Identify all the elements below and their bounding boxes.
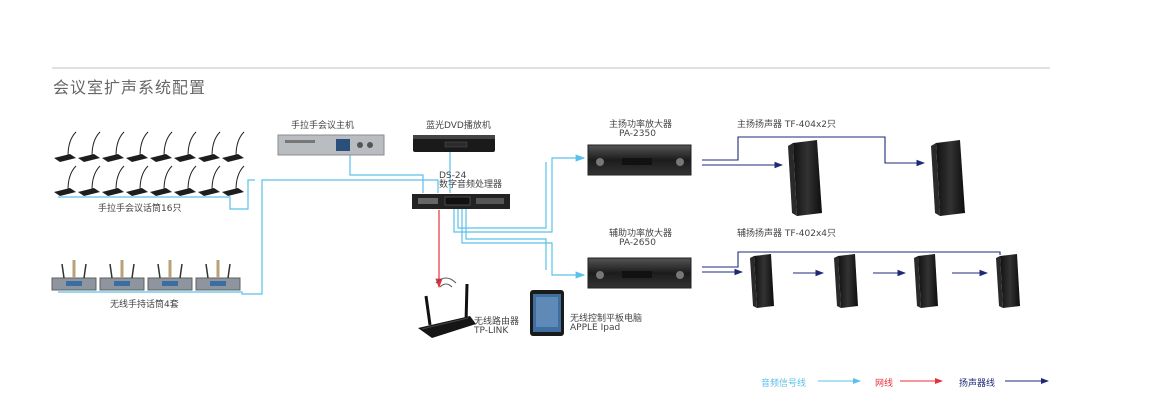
processor-label: 数字音频处理器 [439,180,503,190]
main-amplifier-unit [587,144,692,176]
main-amp-model: PA-2350 [619,129,656,139]
wireless-mic-receiver [99,260,145,291]
main-speakers-label: 主扬扬声器 TF-404x2只 [737,120,837,130]
main-amp-label: 主扬功率放大器 [609,120,673,130]
wireless-mics-label: 无线手持话筒4套 [110,300,179,310]
conference-mic [174,165,197,196]
wireless-mic-receiver [51,260,97,291]
conference-mic [222,131,245,162]
conference-mic [174,131,197,162]
main-speaker-2 [931,140,965,216]
legend-signal-label: 音频信号线 [761,379,807,389]
conference-mic [54,131,77,162]
conference-host-unit [277,134,385,156]
dsp-processor-unit [412,194,510,209]
aux-amp-model: PA-2650 [619,238,656,248]
legend-network-label: 网线 [875,379,894,389]
aux-speakers-label: 辅扬扬声器 TF-402x4只 [737,229,837,239]
conference-mic [198,131,221,162]
conference-mic [78,165,101,196]
conference-mic [222,165,245,196]
conference-mic [126,165,149,196]
conference-mic [54,165,77,196]
speaker-lines [702,136,1001,277]
conference-mic [102,165,125,196]
wireless-mic-receiver [195,260,241,291]
tablet-model: APPLE Ipad [570,323,621,333]
conference-mic [150,165,173,196]
legend-speaker-label: 扬声器线 [959,379,996,389]
dvd-player-label: 蓝光DVD播放机 [426,121,491,131]
aux-speaker-4 [996,254,1020,308]
conference-mic [102,131,125,162]
aux-speaker-3 [914,254,938,308]
wireless-mic-receiver [147,260,193,291]
conference-mic [78,131,101,162]
aux-speaker-2 [834,254,858,308]
main-speaker-1 [788,140,822,216]
processor-model: DS-24 [439,171,467,181]
conference-host-label: 手拉手会议主机 [291,121,355,131]
signal-lines [58,152,586,295]
wifi-router-device [418,277,476,338]
tablet-label: 无线控制平板电脑 [570,314,643,324]
aux-amp-label: 辅助功率放大器 [609,229,673,239]
wireless-mic-group [51,260,241,291]
conference-mic-group [54,131,245,196]
conference-mic [126,131,149,162]
dvd-player-unit [413,135,495,152]
ipad-tablet-device [530,290,564,336]
mic-group-label: 手拉手会议话筒16只 [98,204,182,214]
conference-mic [198,165,221,196]
aux-speaker-1 [750,254,774,308]
page-title: 会议室扩声系统配置 [53,78,207,97]
aux-amplifier-unit [587,257,692,289]
router-model: TP-LINK [474,326,509,336]
conference-mic [150,131,173,162]
router-label: 无线路由器 [474,317,520,327]
